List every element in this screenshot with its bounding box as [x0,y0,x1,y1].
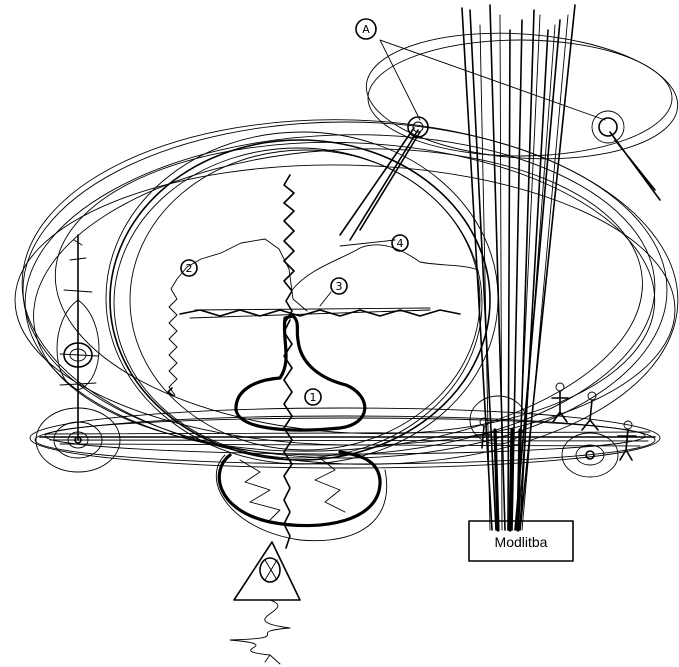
marker-1: 1 [305,389,321,405]
modlitba-label: Modlitba [495,534,548,550]
inner-sphere [106,132,498,464]
curve-4 [292,240,478,290]
marker-4-label: 4 [397,237,404,250]
marker-2-label: 2 [186,262,193,275]
marker-4: 4 [392,235,408,251]
marker-3-label: 3 [336,280,343,293]
outer-orbit-lines [13,109,679,476]
marker-1-label: 1 [310,391,317,404]
vertical-rays [462,5,575,530]
marker-2: 2 [181,260,197,276]
marker-a: A [356,19,376,39]
marker-a-label: A [362,23,370,36]
ground-plane [30,408,660,468]
marker-3: 3 [320,278,347,306]
